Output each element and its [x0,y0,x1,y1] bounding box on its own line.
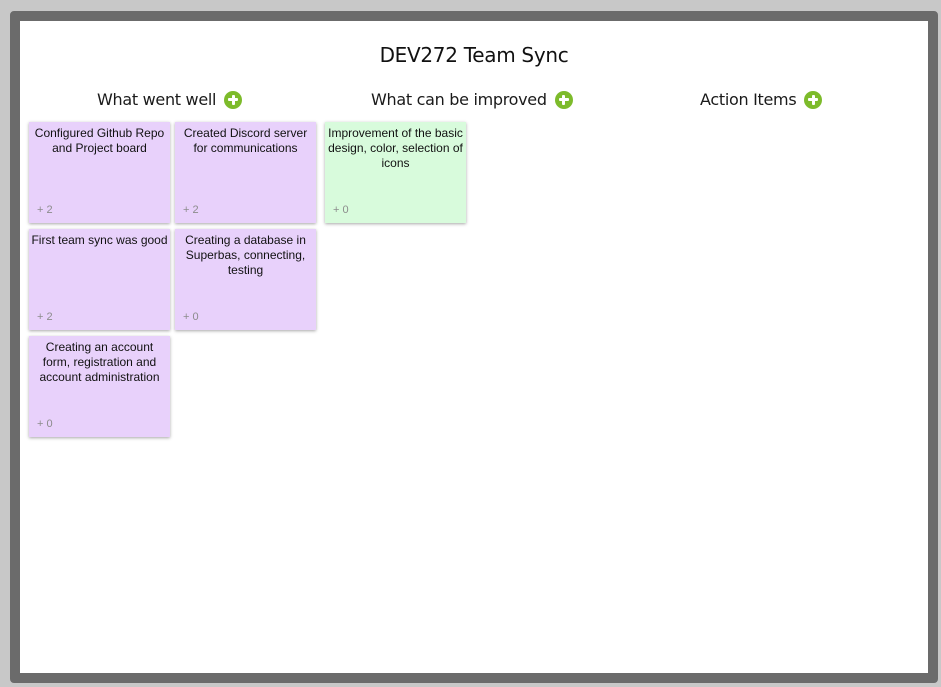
card-went-well[interactable]: Creating an account form, registration a… [29,336,170,437]
card-went-well[interactable]: Configured Github Repo and Project board… [29,122,170,223]
retro-board: DEV272 Team Sync What went well What can… [10,11,938,683]
column-header-went-well: What went well [97,90,243,109]
card-improve[interactable]: Improvement of the basic design, color, … [325,122,466,223]
column-header-action-items: Action Items [700,90,823,109]
vote-count[interactable]: + 0 [183,311,199,323]
vote-count[interactable]: + 2 [183,204,199,216]
add-card-improve-icon[interactable] [554,90,573,109]
card-text: Creating an account form, registration a… [39,340,160,384]
vote-count[interactable]: + 2 [37,311,53,323]
card-text: Improvement of the basic design, color, … [328,126,463,170]
column-label-went-well: What went well [97,90,217,109]
add-card-went-well-icon[interactable] [224,90,243,109]
column-header-improve: What can be improved [371,90,573,109]
column-label-action-items: Action Items [700,90,797,109]
vote-count[interactable]: + 0 [333,204,349,216]
card-text: First team sync was good [31,233,168,247]
column-label-improve: What can be improved [371,90,547,109]
vote-count[interactable]: + 0 [37,418,53,430]
vote-count[interactable]: + 2 [37,204,53,216]
card-went-well[interactable]: Creating a database in Superbas, connect… [175,229,316,330]
card-text: Created Discord server for communication… [183,126,308,155]
add-card-action-items-icon[interactable] [804,90,823,109]
card-went-well[interactable]: Created Discord server for communication… [175,122,316,223]
card-went-well[interactable]: First team sync was good + 2 [29,229,170,330]
card-text: Configured Github Repo and Project board [34,126,165,155]
board-title: DEV272 Team Sync [379,43,569,67]
card-text: Creating a database in Superbas, connect… [185,233,306,277]
